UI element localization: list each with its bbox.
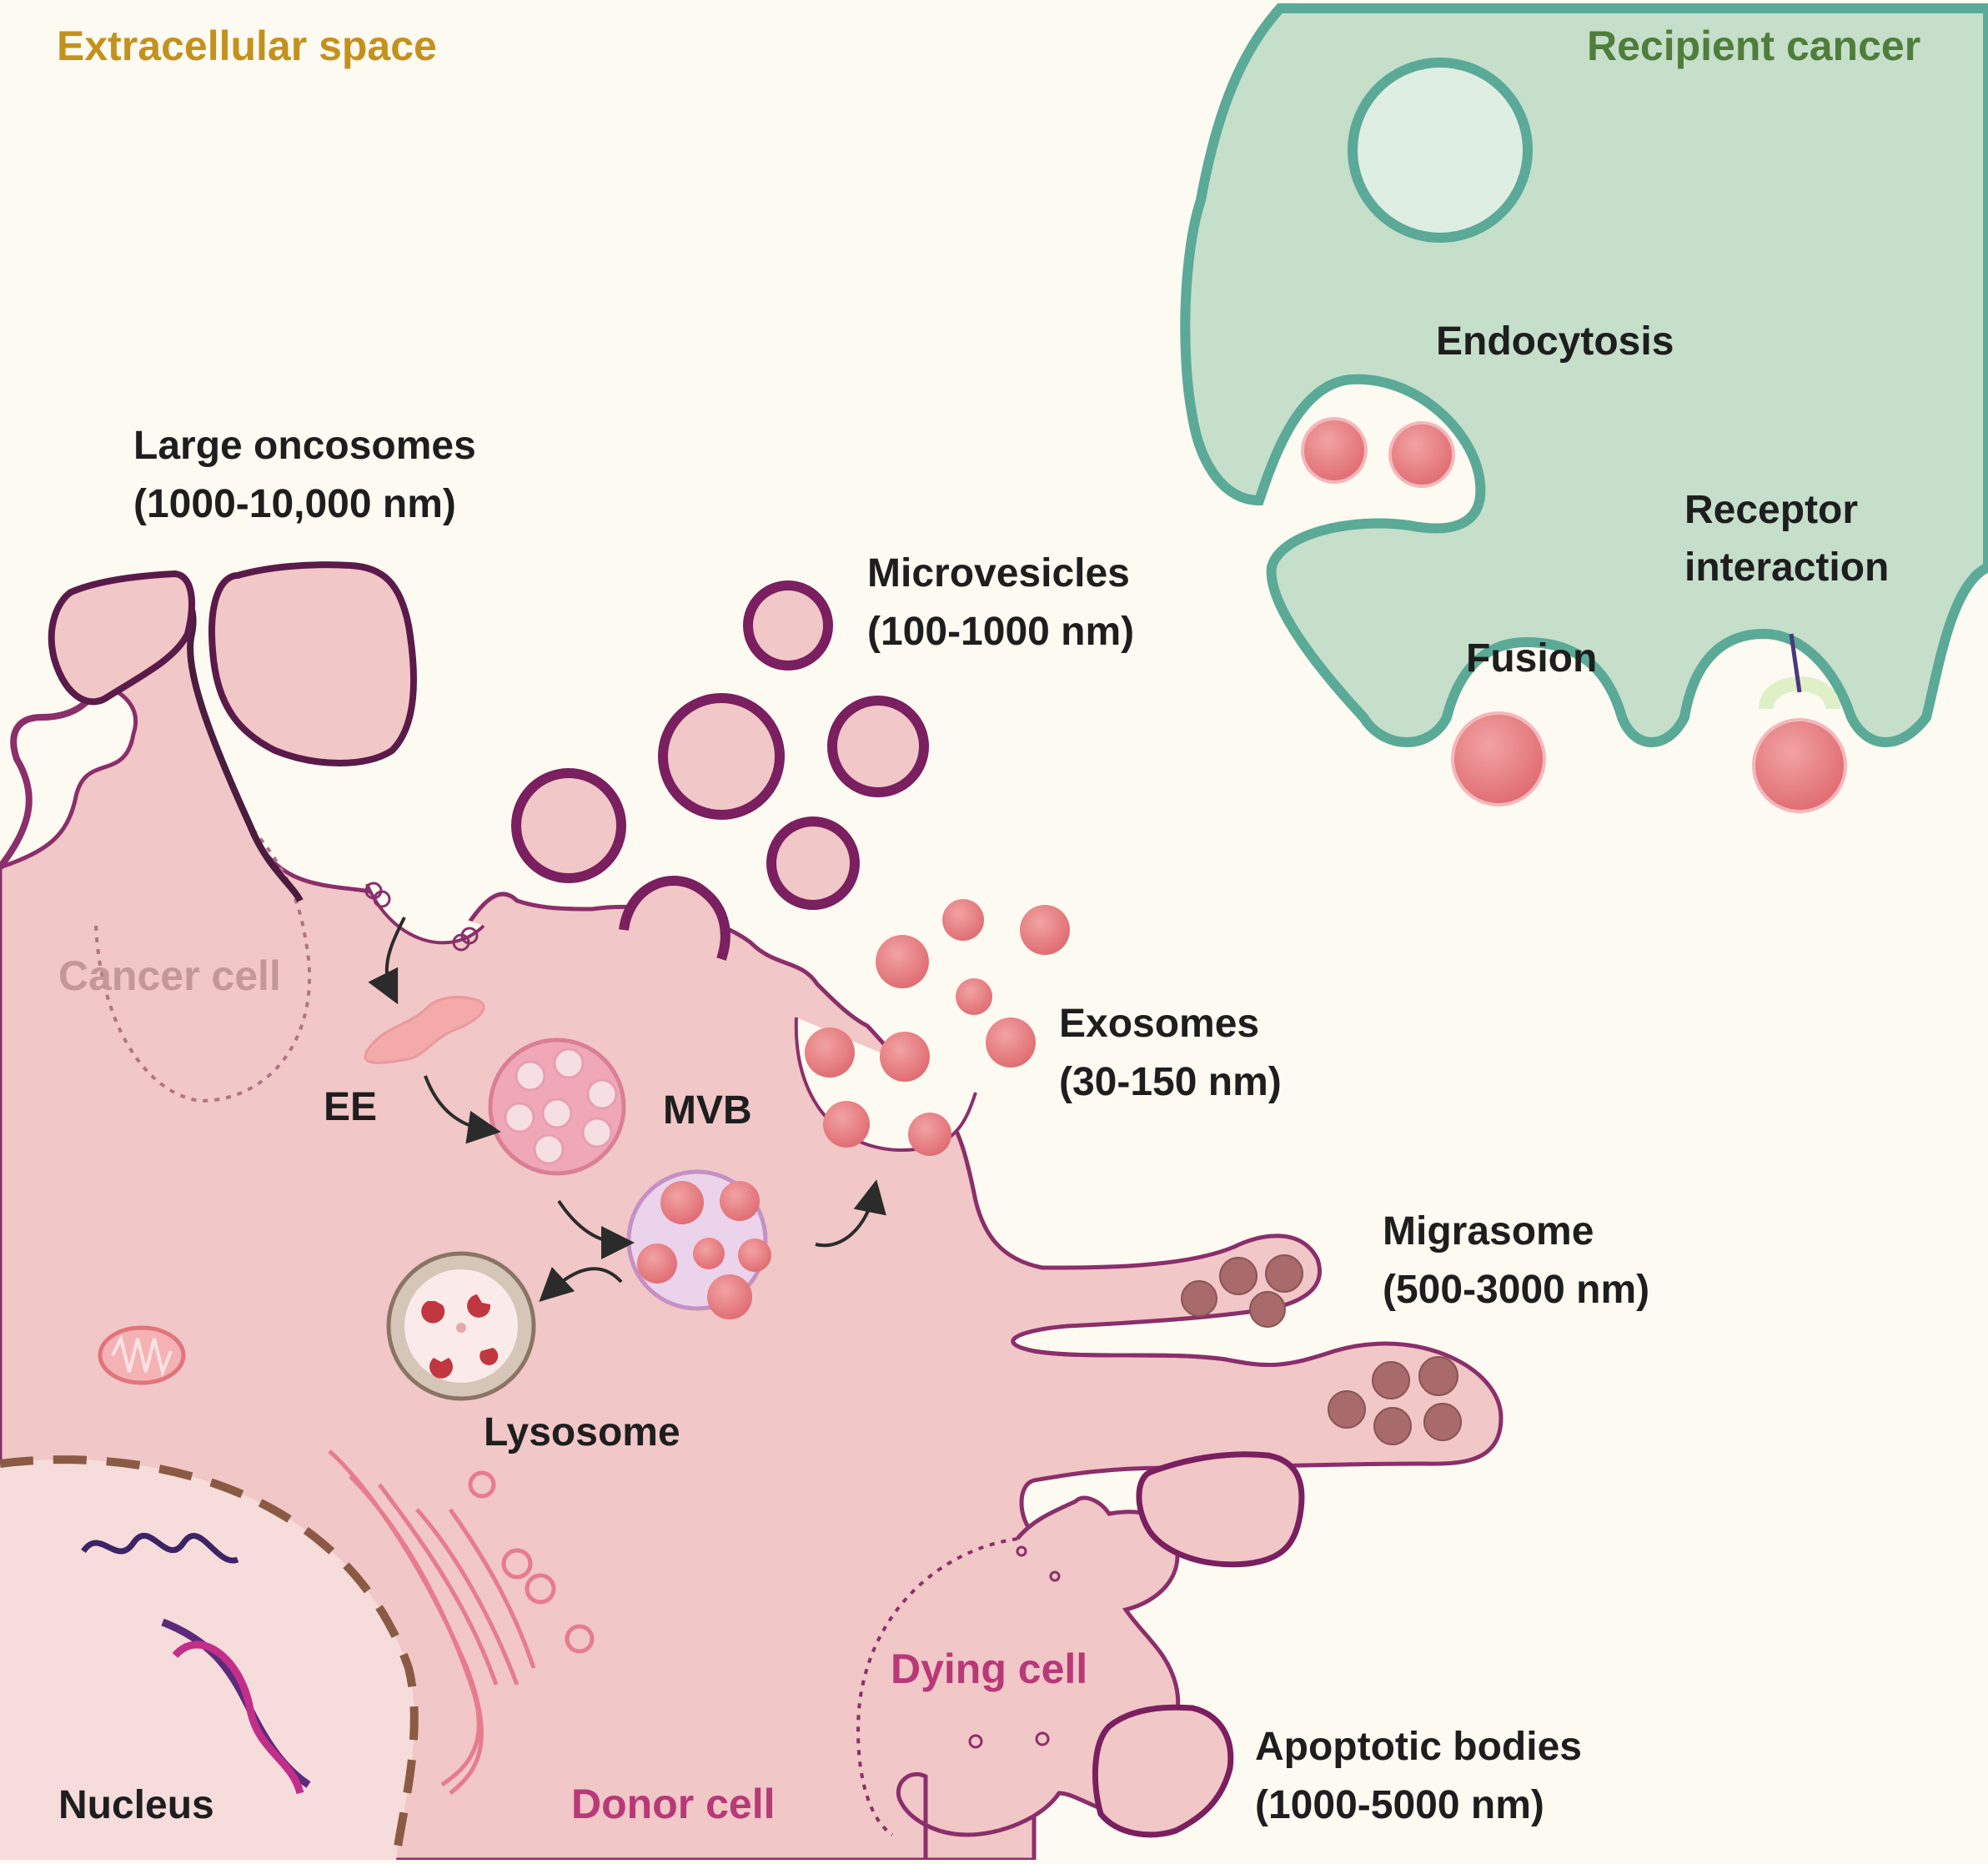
recipient-cell-body (1180, 3, 1988, 747)
microvesicles-name: Microvesicles (867, 551, 1130, 595)
early-endosome (364, 996, 485, 1064)
large-oncosomes (48, 561, 417, 766)
receptor-vesicle (1752, 718, 1847, 813)
exosomes-name: Exosomes (1059, 1002, 1259, 1046)
lysosome (386, 1251, 536, 1401)
exosome (876, 935, 929, 988)
receptor-ligand (1789, 633, 1802, 693)
large-oncosomes-name: Large oncosomes (133, 424, 476, 468)
oncosome (48, 570, 195, 706)
dna-strand-b (172, 1640, 304, 1795)
endocytosed-vesicle (1388, 421, 1455, 488)
budding-microvesicle (619, 876, 730, 961)
lysosome-label: Lysosome (484, 1410, 680, 1455)
golgi-er (328, 1449, 595, 1795)
cancer-cell-label: Cancer cell (58, 952, 281, 999)
mitochondrion (98, 1325, 186, 1385)
dying-cell-label: Dying cell (891, 1645, 1087, 1692)
nucleus-body (0, 1460, 414, 1860)
oncosome-protrusion-edge (0, 682, 103, 870)
exosome (823, 1101, 870, 1148)
membrane-proteins (364, 882, 479, 952)
extracellular-space-label: Extracellular space (57, 23, 437, 69)
migrasome-size: (500-3000 nm) (1383, 1268, 1649, 1312)
fusion-label: Fusion (1466, 636, 1597, 681)
exosomes (805, 899, 1070, 1156)
arrow-late-mvb-to-release (815, 1179, 886, 1248)
endocytosis-label: Endocytosis (1436, 319, 1674, 364)
microvesicle (827, 696, 929, 797)
receptor-label-line2: interaction (1684, 545, 1889, 590)
microvesicles-size: (100-1000 nm) (867, 610, 1134, 654)
microvesicle (511, 768, 626, 883)
microvesicle (743, 580, 833, 671)
nuclear-envelope (0, 1455, 419, 1861)
exosome (986, 1017, 1036, 1068)
exosomes-size: (30-150 nm) (1059, 1060, 1282, 1104)
dying-cell-outline (856, 1537, 1018, 1836)
exosome (1020, 905, 1070, 955)
exosome (880, 1032, 930, 1082)
receptor-label-line1: Receptor (1684, 488, 1858, 532)
ee-label: EE (324, 1085, 377, 1129)
dying-cell (856, 1451, 1305, 1860)
nucleus-label: Nucleus (58, 1783, 214, 1827)
apoptotic-bodies-name: Apoptotic bodies (1255, 1725, 1582, 1769)
arrow-pit-to-ee (368, 917, 406, 1005)
recipient-cancer-label: Recipient cancer (1587, 23, 1920, 69)
arrow-mvb-to-late-mvb (557, 1199, 635, 1259)
mvb (488, 1038, 626, 1176)
microvesicle (658, 693, 785, 820)
large-oncosomes-size: (1000-10,000 nm) (133, 482, 456, 526)
pathway-arrows (368, 917, 886, 1302)
donor-cell-label: Donor cell (571, 1781, 775, 1827)
apoptotic-body (1136, 1451, 1305, 1568)
fusion-vesicle (1451, 711, 1546, 806)
apoptotic-body (1092, 1704, 1234, 1838)
late-mvb (626, 1169, 771, 1319)
recipient-nucleus (1348, 58, 1533, 243)
migrasomes (1033, 1254, 1462, 1445)
microvesicles (511, 580, 929, 961)
exosome (942, 899, 984, 941)
arrow-ee-to-mvb (424, 1075, 501, 1144)
apoptotic-bodies-size: (1000-5000 nm) (1255, 1783, 1544, 1827)
exosome (956, 978, 992, 1015)
oncosome (208, 561, 417, 766)
arrow-late-mvb-to-lysosome (539, 1266, 623, 1302)
endocytic-pit (365, 883, 485, 945)
migrasome-name: Migrasome (1383, 1209, 1594, 1254)
rna-strand (81, 1533, 239, 1564)
exosome (805, 1027, 855, 1078)
nucleus (0, 1455, 419, 1861)
microvesicle (766, 816, 860, 910)
recipient-cell (1180, 3, 1988, 813)
exosome (908, 1113, 951, 1156)
mvb-label: MVB (663, 1088, 752, 1133)
endocytosed-vesicle (1301, 417, 1368, 484)
